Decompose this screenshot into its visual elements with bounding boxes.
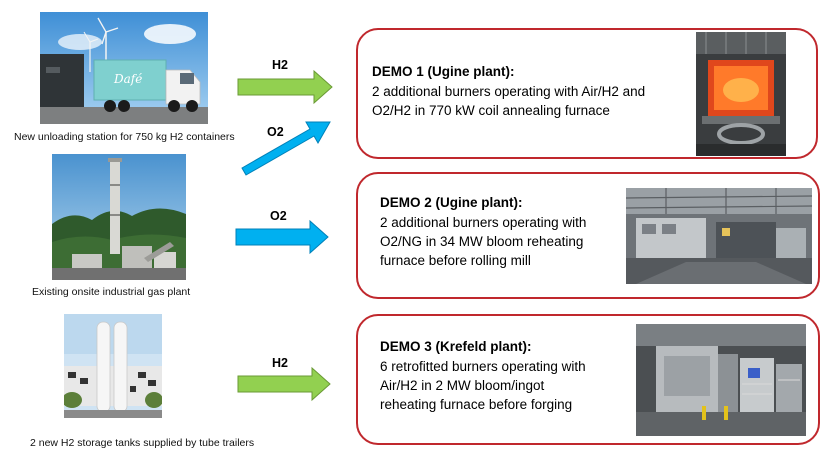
demo-1-line-2: O2/H2 in 770 kW coil annealing furnace (372, 103, 610, 118)
demo-2-line-2: O2/NG in 34 MW bloom reheating (380, 234, 584, 249)
demo-2-description: 2 additional burners operating with O2/N… (380, 213, 586, 270)
demo-1-box: DEMO 1 (Ugine plant): 2 additional burne… (356, 28, 818, 159)
demo-1-description: 2 additional burners operating with Air/… (372, 82, 645, 120)
caption-gas-plant: Existing onsite industrial gas plant (32, 286, 191, 298)
storage-tanks-photo (64, 314, 162, 418)
krefeld-furnace-photo (636, 324, 806, 436)
annealing-furnace-photo (696, 32, 786, 156)
arrow-label-o2-2: O2 (270, 209, 287, 223)
arrow-label-h2-1: H2 (272, 58, 288, 72)
arrow-label-h2-2: H2 (272, 356, 288, 370)
demo-1-title: DEMO 1 (Ugine plant): (372, 64, 515, 79)
demo-2-title: DEMO 2 (Ugine plant): (380, 195, 523, 210)
demo-3-line-1: 6 retrofitted burners operating with (380, 359, 586, 374)
demo-3-box: DEMO 3 (Krefeld plant): 6 retrofitted bu… (356, 314, 820, 445)
demo-3-description: 6 retrofitted burners operating with Air… (380, 357, 586, 414)
demo-2-box: DEMO 2 (Ugine plant): 2 additional burne… (356, 172, 820, 299)
truck-photo: Dafé (40, 12, 208, 124)
h2-arrow-2 (237, 366, 331, 402)
o2-arrow-2 (235, 219, 329, 255)
h2-arrow-1 (237, 69, 333, 105)
bloom-reheating-furnace-photo (626, 188, 812, 284)
demo-2-line-3: furnace before rolling mill (380, 253, 531, 268)
o2-arrow-diagonal (241, 121, 331, 176)
demo-1-line-1: 2 additional burners operating with Air/… (372, 84, 646, 99)
demo-2-line-1: 2 additional burners operating with (380, 215, 587, 230)
demo-3-line-3: reheating furnace before forging (380, 397, 573, 412)
demo-3-title: DEMO 3 (Krefeld plant): (380, 339, 532, 354)
demo-3-line-2: Air/H2 in 2 MW bloom/ingot (380, 378, 545, 393)
caption-unloading-station: New unloading station for 750 kg H2 cont… (14, 131, 235, 143)
gas-plant-photo (52, 154, 186, 280)
arrow-label-o2-1: O2 (267, 125, 284, 139)
truck-logo: Dafé (114, 72, 143, 86)
caption-storage-tanks: 2 new H2 storage tanks supplied by tube … (30, 437, 255, 449)
